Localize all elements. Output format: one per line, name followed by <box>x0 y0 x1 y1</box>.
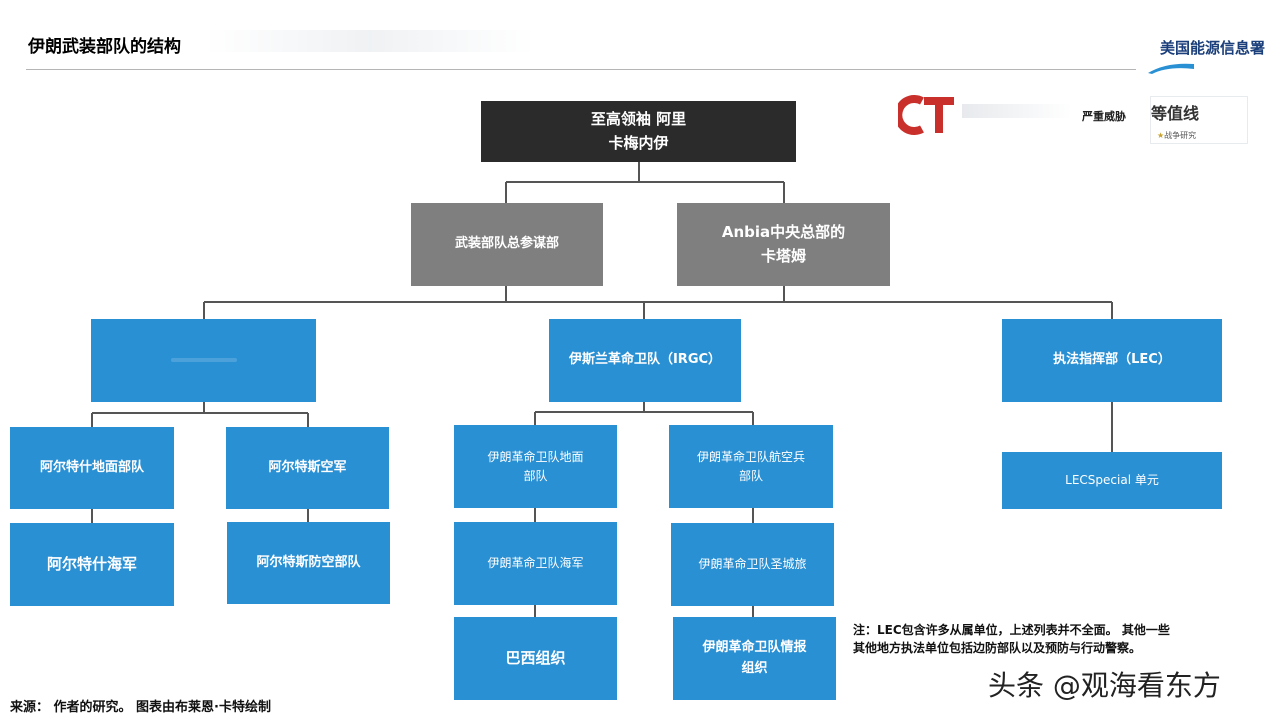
artesh-ghost-text <box>171 358 237 362</box>
watermark: 头条 @观海看东方 <box>988 669 1221 702</box>
lec-footnote-line1: 注：LEC包含许多从属单位，上述列表并不全面。 其他一些 <box>853 623 1170 637</box>
page-title: 伊朗武装部队的结构 <box>28 37 181 57</box>
lec-label: 执法指挥部（LEC） <box>1053 352 1171 368</box>
artesh-air-defense-label: 阿尔特斯防空部队 <box>256 554 361 570</box>
irgc-aerospace-line1: 伊朗革命卫队航空兵 <box>696 449 805 464</box>
irgc-aerospace-box: 伊朗革命卫队航空兵 部队 <box>669 425 833 508</box>
artesh-air-force-label: 阿尔特斯空军 <box>268 459 347 475</box>
irgc-label: 伊斯兰革命卫队（IRGC） <box>568 352 722 368</box>
irgc-intelligence-line2: 组织 <box>741 660 768 676</box>
irgc-aerospace-line2: 部队 <box>738 468 763 483</box>
artesh-navy-box: 阿尔特什海军 <box>10 523 174 606</box>
artesh-air-defense-box: 阿尔特斯防空部队 <box>227 522 390 604</box>
irgc-intelligence-box: 伊朗革命卫队情报 组织 <box>673 617 836 700</box>
artesh-ground-forces-label: 阿尔特什地面部队 <box>39 459 144 475</box>
supreme-leader-line2: 卡梅内伊 <box>608 133 669 152</box>
irgc-ground-forces-line1: 伊朗革命卫队地面 <box>487 449 584 464</box>
khatam-al-anbia-box: Anbia中央总部的 卡塔姆 <box>677 203 890 286</box>
lec-footnote-line2: 其他地方执法单位包括边防部队以及预防与行动警察。 <box>853 641 1142 655</box>
artesh-box <box>91 319 316 402</box>
irgc-navy-label: 伊朗革命卫队海军 <box>487 556 584 571</box>
ct-logo-icon <box>898 95 954 135</box>
irgc-ground-forces-line2: 部队 <box>523 468 548 483</box>
critical-threats-label: 严重威胁 <box>1082 110 1126 123</box>
basij-box: 巴西组织 <box>454 617 617 700</box>
artesh-navy-label: 阿尔特什海军 <box>46 554 137 573</box>
artesh-ground-forces-box: 阿尔特什地面部队 <box>10 427 174 509</box>
lec-special-units-box: LECSpecial 单元 <box>1002 452 1222 509</box>
general-staff-box: 武装部队总参谋部 <box>411 203 603 286</box>
war-study-label: ★战争研究 <box>1157 131 1197 140</box>
lec-box: 执法指挥部（LEC） <box>1002 319 1222 402</box>
khatam-al-anbia-line2: 卡塔姆 <box>760 246 806 265</box>
irgc-navy-box: 伊朗革命卫队海军 <box>454 522 617 605</box>
supreme-leader-line1: 至高领袖 阿里 <box>590 110 687 129</box>
isw-logo-label: 等值线 <box>1151 104 1200 123</box>
eia-logo-text: 美国能源信息署 <box>1160 39 1266 57</box>
source-credit: 来源： 作者的研究。 图表由布莱恩·卡特绘制 <box>10 700 271 715</box>
irgc-intelligence-line1: 伊朗革命卫队情报 <box>702 640 807 656</box>
general-staff-label: 武装部队总参谋部 <box>454 236 559 252</box>
ct-ghost-text <box>962 104 1072 118</box>
isw-logo-frame <box>1150 96 1248 144</box>
title-ghost-text <box>205 30 535 52</box>
khatam-al-anbia-line1: Anbia中央总部的 <box>721 223 846 242</box>
irgc-quds-force-label: 伊朗革命卫队圣城旅 <box>698 557 807 572</box>
supreme-leader-box: 至高领袖 阿里 卡梅内伊 <box>481 101 796 162</box>
irgc-box: 伊斯兰革命卫队（IRGC） <box>549 319 741 402</box>
irgc-quds-force-box: 伊朗革命卫队圣城旅 <box>671 523 834 606</box>
title-divider <box>26 69 1136 70</box>
basij-label: 巴西组织 <box>505 648 566 667</box>
lec-special-units-label: LECSpecial 单元 <box>1065 473 1159 488</box>
irgc-ground-forces-box: 伊朗革命卫队地面 部队 <box>454 425 617 508</box>
artesh-air-force-box: 阿尔特斯空军 <box>226 427 389 509</box>
star-icon: ★ <box>1157 131 1165 140</box>
eia-swoosh-icon <box>1148 63 1194 74</box>
lec-footnote: 注：LEC包含许多从属单位，上述列表并不全面。 其他一些 其他地方执法单位包括边… <box>853 621 1233 657</box>
